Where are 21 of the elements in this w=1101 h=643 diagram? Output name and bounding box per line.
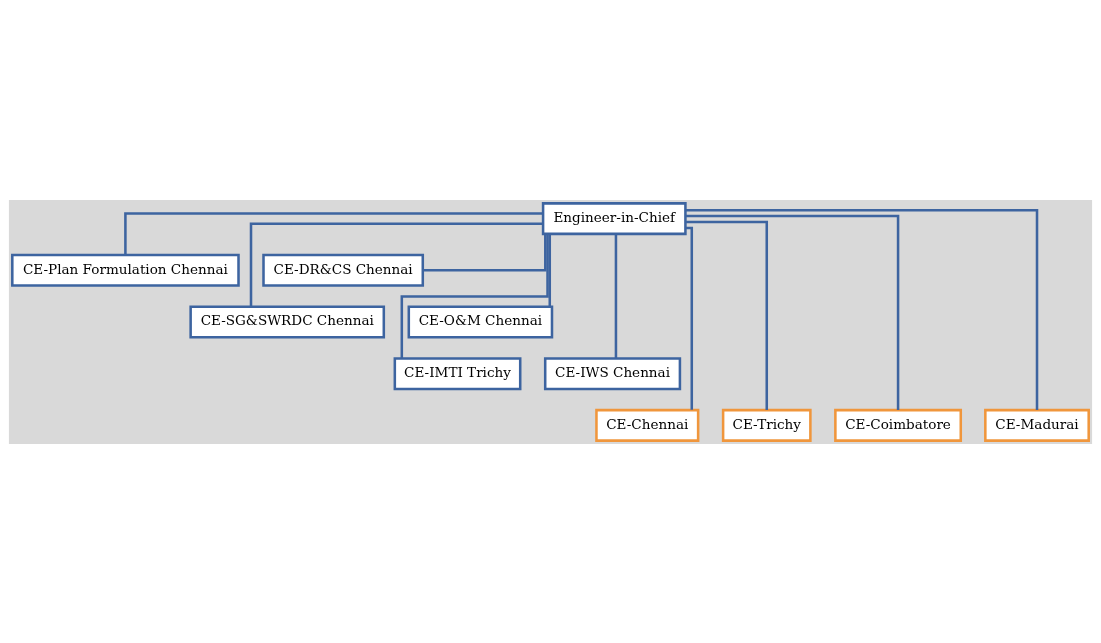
node-box: CE-Plan Formulation Chennai: [11, 253, 240, 287]
node-box: CE-IMTI Trichy: [393, 356, 522, 390]
node-box: CE-Coimbatore: [834, 408, 963, 442]
connector: [685, 208, 1039, 410]
connector: [685, 226, 694, 410]
connector: [685, 220, 768, 410]
connector: [400, 233, 549, 358]
node-box: Engineer-in-Chief: [541, 201, 687, 235]
node-box: CE-DR&CS Chennai: [262, 253, 425, 287]
node-box: CE-IWS Chennai: [543, 356, 682, 390]
node-box: CE-O&M Chennai: [407, 305, 554, 338]
connector: [614, 233, 618, 358]
connector: [685, 214, 900, 410]
connector: [423, 233, 547, 272]
node-box: CE-Trichy: [721, 408, 812, 442]
connector: [124, 211, 543, 255]
connector: [548, 233, 552, 307]
node-box: CE-Madurai: [984, 408, 1090, 442]
node-box: CE-Chennai: [595, 408, 700, 442]
node-box: CE-SG&SWRDC Chennai: [189, 305, 386, 338]
connector: [249, 221, 543, 307]
